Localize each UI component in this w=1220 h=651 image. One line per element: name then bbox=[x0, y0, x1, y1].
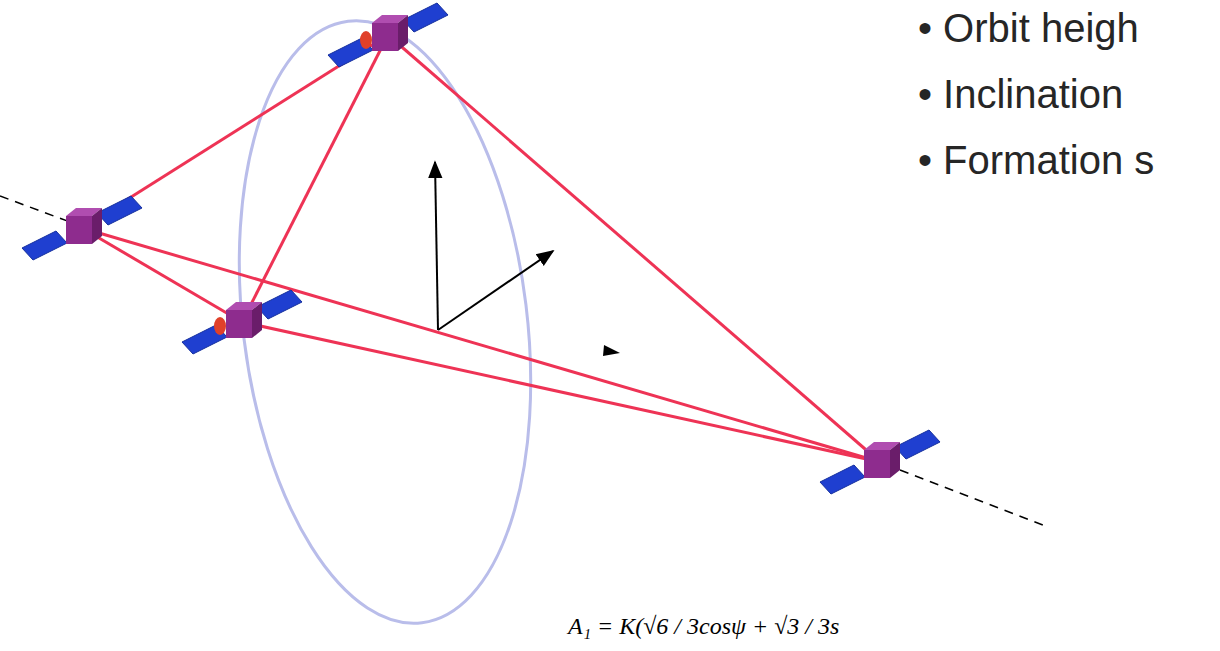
coordinate-axes bbox=[435, 162, 553, 330]
axis-dashed-line bbox=[0, 196, 1048, 527]
bullet-point: • Inclination bbox=[918, 70, 1123, 118]
direction-arrowhead bbox=[603, 345, 620, 356]
bullet-point: • Formation s bbox=[918, 136, 1154, 184]
bullet-point: • Orbit heigh bbox=[918, 4, 1139, 52]
formula: A₁ = K(√6 / 3cosψ + √3 / 3s bbox=[568, 612, 839, 641]
satellite bbox=[820, 430, 940, 494]
satellite bbox=[328, 3, 448, 67]
satellite bbox=[182, 290, 302, 354]
laser-links bbox=[82, 35, 880, 462]
satellite bbox=[22, 196, 142, 260]
